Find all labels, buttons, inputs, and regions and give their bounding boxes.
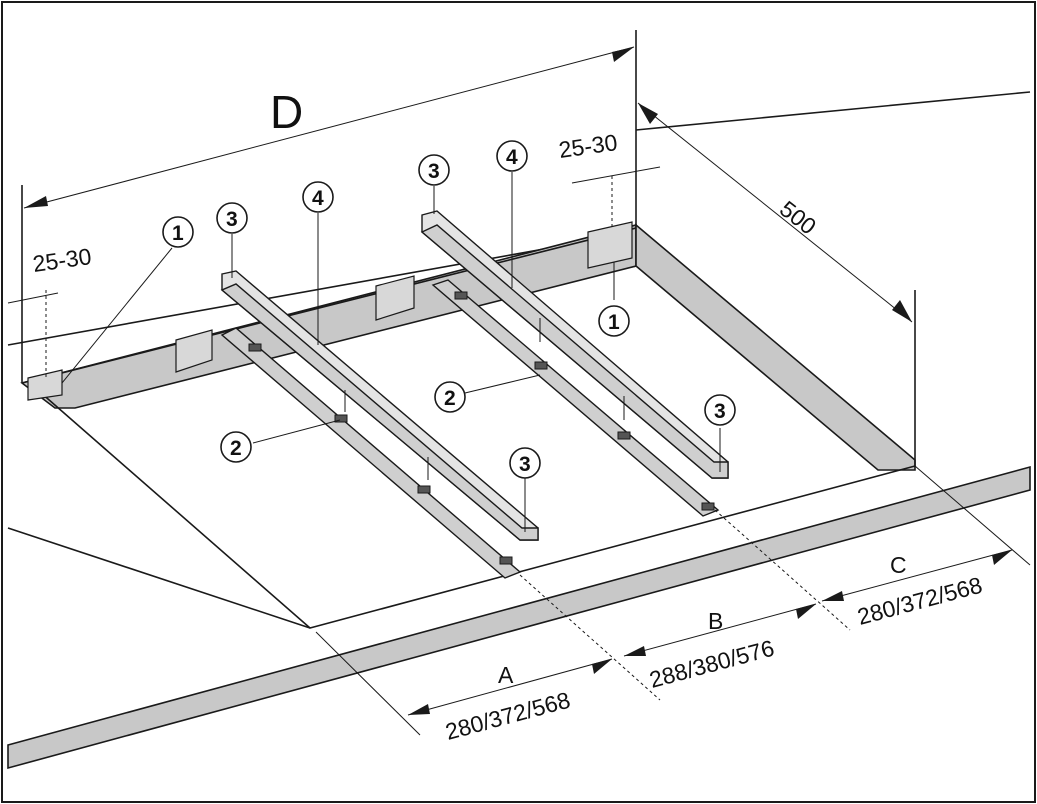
bracket-left-rail <box>175 329 213 373</box>
callout-number: 2 <box>230 437 242 460</box>
callout-4-right: 4 <box>496 140 528 172</box>
spacing-c-letter: C <box>890 552 907 578</box>
callout-number: 2 <box>444 387 456 410</box>
callout-3-right-back: 3 <box>418 154 450 186</box>
callout-3-left-back: 3 <box>216 202 248 234</box>
bracket-right-corner <box>587 221 633 269</box>
dimension-lines <box>7 46 1031 736</box>
callout-number: 3 <box>226 208 238 231</box>
callout-leaders <box>61 172 721 532</box>
clip-icon <box>617 431 631 440</box>
callout-number: 3 <box>519 453 531 476</box>
clip-icon <box>334 414 348 423</box>
bracket-right-rail <box>375 275 415 321</box>
rail-left <box>220 327 522 579</box>
callout-number: 1 <box>172 222 184 245</box>
callout-number: 4 <box>312 187 324 210</box>
callout-4-left: 4 <box>302 181 334 213</box>
rail-assembly-right <box>375 210 729 517</box>
clip-icon <box>701 502 715 511</box>
callout-3-left-front: 3 <box>509 447 541 479</box>
callout-1-left: 1 <box>162 216 194 248</box>
callout-number: 1 <box>608 311 620 334</box>
spacing-a-letter: A <box>498 662 514 688</box>
clip-icon <box>248 343 262 352</box>
clip-icon <box>454 291 468 300</box>
callout-number: 3 <box>714 400 726 423</box>
clip-icon <box>499 556 513 565</box>
rail-right <box>431 279 720 517</box>
callout-number: 4 <box>506 146 518 169</box>
callout-2-left: 2 <box>220 431 252 463</box>
dimension-d-label: D <box>270 86 303 138</box>
rail-assembly-left <box>27 270 539 579</box>
callout-3-right-front: 3 <box>704 394 736 426</box>
clip-icon <box>417 485 431 494</box>
callout-1-right: 1 <box>598 305 630 337</box>
spacing-b-letter: B <box>708 608 723 634</box>
bracket-left-corner <box>27 369 63 401</box>
callout-2-right: 2 <box>434 381 466 413</box>
callout-number: 3 <box>428 160 440 183</box>
clip-icon <box>534 361 548 370</box>
